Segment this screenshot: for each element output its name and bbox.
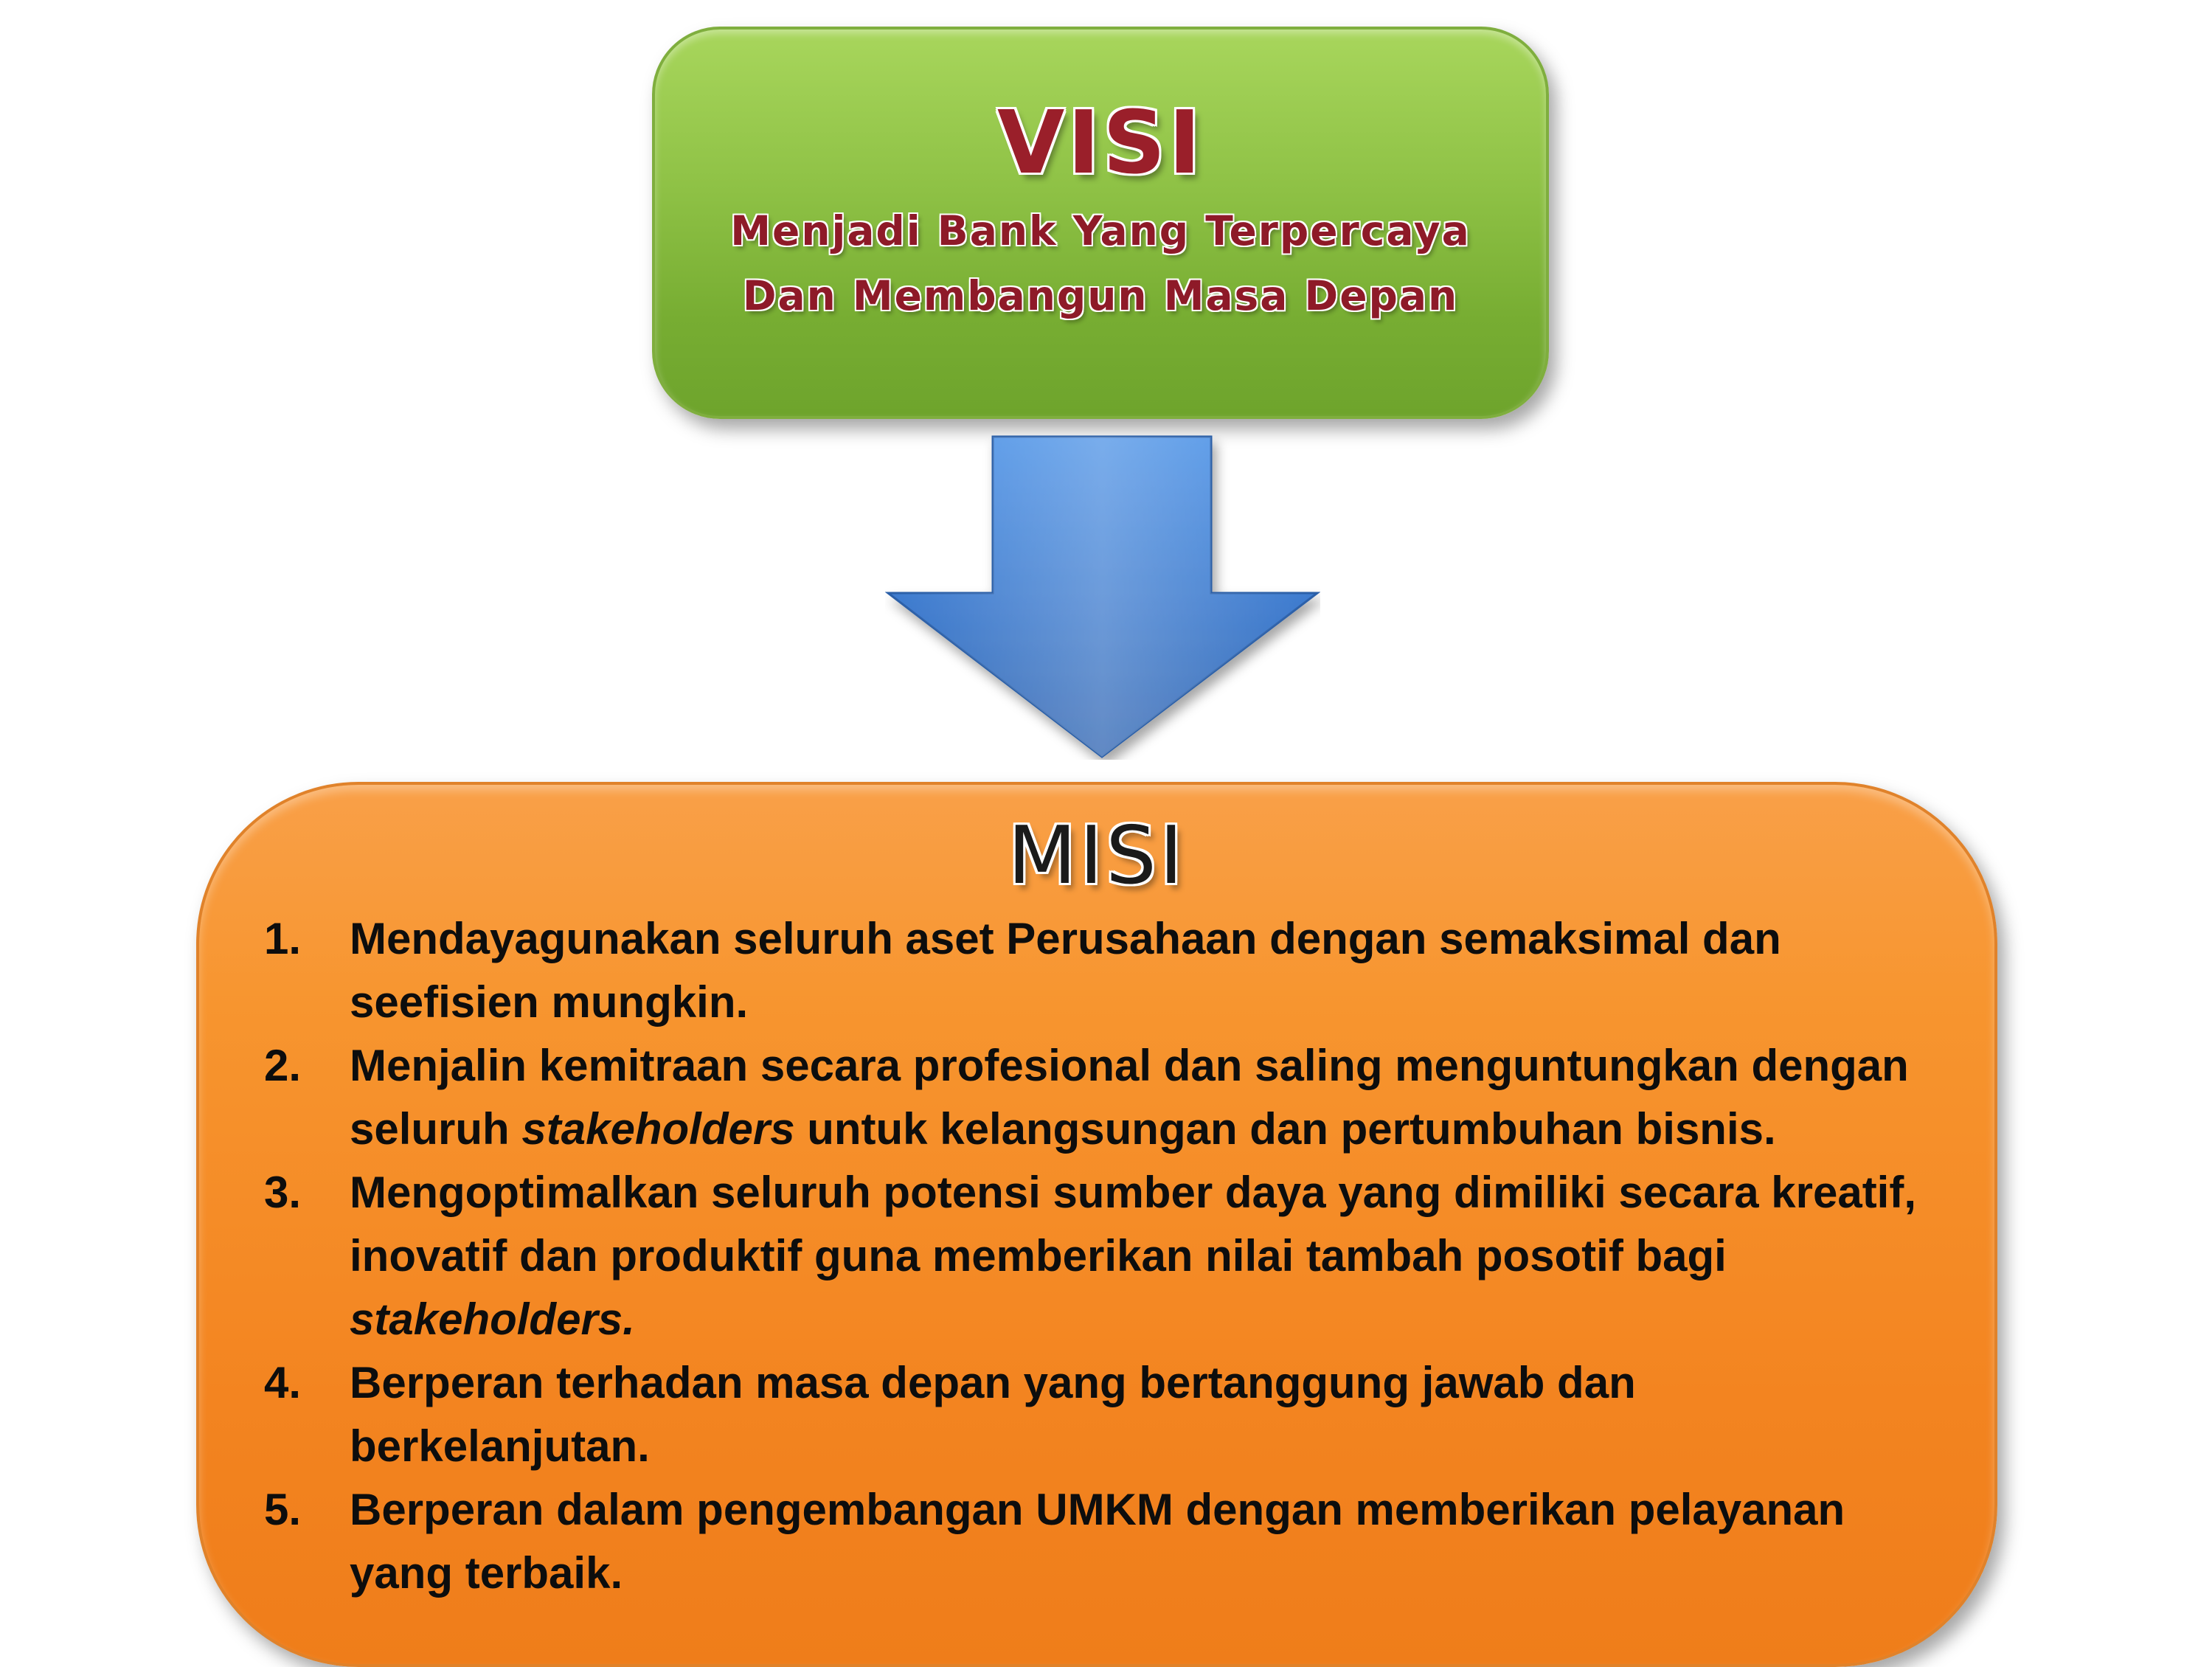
misi-title: MISI xyxy=(1008,810,1186,902)
misi-item-5-line-1: Berperan dalam pengembangan UMKM dengan … xyxy=(350,1485,1845,1534)
misi-item-4-line-1: Berperan terhadan masa depan yang bertan… xyxy=(350,1358,1636,1407)
misi-item-3-line-1: Mengoptimalkan seluruh potensi sumber da… xyxy=(350,1168,1916,1217)
misi-item-2-line-2-end: untuk kelangsungan dan pertumbuhan bisni… xyxy=(794,1104,1776,1154)
misi-item-3-italic-term: stakeholders. xyxy=(350,1295,635,1344)
misi-item-5: 5. Berperan dalam pengembangan UMKM deng… xyxy=(264,1478,1960,1605)
misi-item-number: 4. xyxy=(264,1358,302,1407)
misi-item-number: 3. xyxy=(264,1168,302,1217)
misi-item-2-italic-term: stakeholders xyxy=(521,1104,795,1154)
visi-title: VISI xyxy=(996,91,1204,194)
misi-item-text: Berperan terhadan masa depan yang bertan… xyxy=(350,1351,1960,1478)
misi-item-number: 2. xyxy=(264,1041,302,1090)
visi-statement: Menjadi Bank Yang Terpercaya Dan Membang… xyxy=(730,198,1470,328)
misi-item-4-line-2: berkelanjutan. xyxy=(350,1421,650,1471)
misi-item-text: Mendayagunakan seluruh aset Perusahaan d… xyxy=(350,907,1960,1034)
misi-item-3-line-2: inovatif dan produktif guna memberikan n… xyxy=(350,1231,1727,1280)
misi-box: MISI 1. Mendayagunakan seluruh aset Peru… xyxy=(196,782,1997,1667)
misi-item-text: Mengoptimalkan seluruh potensi sumber da… xyxy=(350,1161,1960,1351)
misi-item-text: Berperan dalam pengembangan UMKM dengan … xyxy=(350,1478,1960,1605)
visi-box: VISI Menjadi Bank Yang Terpercaya Dan Me… xyxy=(652,27,1549,419)
misi-item-4: 4. Berperan terhadan masa depan yang ber… xyxy=(264,1351,1960,1478)
misi-item-2-line-1: Menjalin kemitraan secara profesional da… xyxy=(350,1041,1909,1090)
down-arrow-icon xyxy=(885,435,1320,758)
visi-line-2: Dan Membangun Masa Depan xyxy=(742,271,1459,319)
misi-item-number: 5. xyxy=(264,1485,302,1534)
misi-item-1: 1. Mendayagunakan seluruh aset Perusahaa… xyxy=(264,907,1960,1034)
misi-item-5-line-2: yang terbaik. xyxy=(350,1548,623,1598)
misi-item-2-line-2-start: seluruh xyxy=(350,1104,522,1154)
misi-item-2: 2. Menjalin kemitraan secara profesional… xyxy=(264,1034,1960,1161)
misi-item-text: Menjalin kemitraan secara profesional da… xyxy=(350,1034,1960,1161)
misi-list: 1. Mendayagunakan seluruh aset Perusahaa… xyxy=(264,907,1960,1605)
misi-item-3: 3. Mengoptimalkan seluruh potensi sumber… xyxy=(264,1161,1960,1351)
misi-item-1-line-1: Mendayagunakan seluruh aset Perusahaan d… xyxy=(350,914,1781,963)
visi-line-1: Menjadi Bank Yang Terpercaya xyxy=(730,207,1471,254)
misi-item-1-line-2: seefisien mungkin. xyxy=(350,977,749,1027)
misi-item-number: 1. xyxy=(264,914,302,963)
